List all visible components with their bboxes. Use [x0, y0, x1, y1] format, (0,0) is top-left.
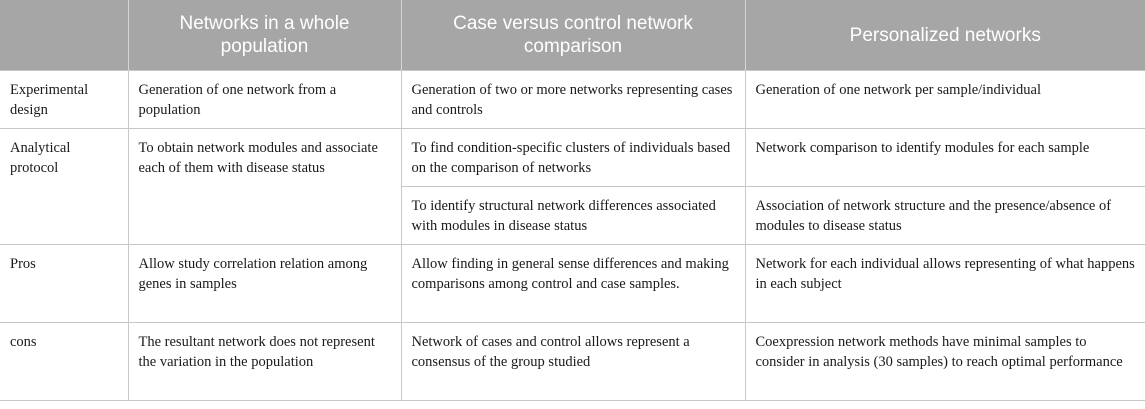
table-row: Analytical protocol To obtain network mo…: [0, 128, 1145, 245]
row-label-pros: Pros: [0, 244, 129, 323]
row-label-experimental-design: Experimental design: [0, 70, 129, 129]
table-cell: Generation of one network from a populat…: [127, 70, 402, 129]
table-cell: The resultant network does not represent…: [127, 322, 402, 401]
table-cell: Association of network structure and the…: [744, 186, 1145, 245]
table-row: cons The resultant network does not repr…: [0, 322, 1145, 401]
table-cell: Network comparison to identify modules f…: [744, 128, 1145, 187]
table-row: Pros Allow study correlation relation am…: [0, 244, 1145, 323]
table-cell: Network for each individual allows repre…: [744, 244, 1145, 323]
row-label-cons: cons: [0, 322, 129, 401]
table-cell: Coexpression network methods have minima…: [744, 322, 1145, 401]
table-row: To identify structural network differenc…: [0, 186, 1145, 245]
table-cell: Generation of two or more networks repre…: [400, 70, 746, 129]
table-cell: To find condition-specific clusters of i…: [400, 128, 746, 187]
row-label-analytical-protocol: Analytical protocol: [0, 128, 129, 245]
header-case-vs-control: Case versus control network comparison: [400, 0, 745, 71]
header-whole-population: Networks in a whole population: [127, 0, 401, 71]
header-row: Networks in a whole population Case vers…: [0, 0, 1145, 71]
header-personalized: Personalized networks: [744, 0, 1145, 71]
table-cell: To obtain network modules and associate …: [127, 128, 402, 245]
table-cell: Generation of one network per sample/ind…: [744, 70, 1145, 129]
header-cell-empty: [0, 0, 128, 71]
table-cell: Network of cases and control allows repr…: [400, 322, 746, 401]
table-cell: To identify structural network differenc…: [401, 186, 746, 245]
table-cell: Allow study correlation relation among g…: [127, 244, 402, 323]
table-cell: Allow finding in general sense differenc…: [400, 244, 746, 323]
table-row: Experimental design Generation of one ne…: [0, 70, 1145, 129]
